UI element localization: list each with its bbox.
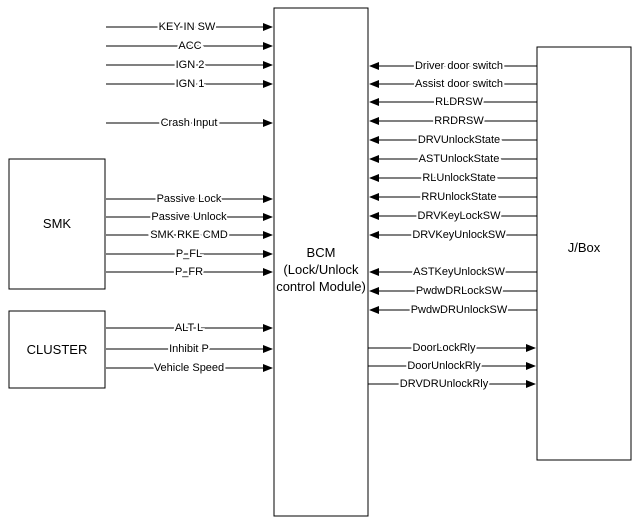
signal-label: RLUnlockState bbox=[422, 172, 495, 184]
signal-passive-lock: Passive Lock bbox=[106, 191, 273, 207]
signal-pwdw-dr-unlock-sw: PwdwDRUnlockSW bbox=[369, 302, 537, 318]
signal-door-unlock-rly: DoorUnlockRly bbox=[368, 358, 536, 374]
signal-rr-unlock-state: RRUnlockState bbox=[369, 189, 537, 205]
signal-label: Assist door switch bbox=[415, 78, 503, 90]
signal-inhibit-p: Inhibit P bbox=[106, 341, 273, 357]
signal-p-fr: P_FR bbox=[106, 264, 273, 280]
signal-label: ALT L bbox=[175, 322, 203, 334]
signal-label: DRVUnlockState bbox=[418, 134, 500, 146]
signal-label: Passive Lock bbox=[157, 193, 222, 205]
signal-rl-unlock-state: RLUnlockState bbox=[369, 170, 537, 186]
signal-label: SMK RKE CMD bbox=[150, 229, 228, 241]
bcm-label-line1: BCM bbox=[307, 245, 336, 260]
signal-label: DRVKeyLockSW bbox=[418, 210, 502, 222]
signal-label: Passive Unlock bbox=[151, 211, 227, 223]
cluster-label: CLUSTER bbox=[27, 342, 88, 357]
bcm-block: BCM (Lock/Unlock control Module) bbox=[273, 7, 369, 517]
signal-acc: ACC bbox=[106, 38, 273, 54]
cluster-block: CLUSTER bbox=[8, 310, 106, 389]
signal-label: DoorUnlockRly bbox=[407, 360, 481, 372]
signal-label: DRVKeyUnlockSW bbox=[412, 229, 506, 241]
jbox-block: J/Box bbox=[536, 46, 632, 461]
signal-label: PwdwDRLockSW bbox=[416, 285, 503, 297]
signal-label: PwdwDRUnlockSW bbox=[411, 304, 508, 316]
signal-label: ASTUnlockState bbox=[419, 153, 500, 165]
signal-vehicle-speed: Vehicle Speed bbox=[106, 360, 273, 376]
signal-label: IGN 2 bbox=[176, 59, 205, 71]
signal-label: IGN 1 bbox=[176, 78, 205, 90]
signal-drv-key-unlock-sw: DRVKeyUnlockSW bbox=[369, 227, 537, 243]
signal-alt-l: ALT L bbox=[106, 320, 273, 336]
signal-key-in-sw: KEY IN SW bbox=[106, 19, 273, 35]
signal-label: Crash Input bbox=[161, 117, 218, 129]
signal-crash-input: Crash Input bbox=[106, 115, 273, 131]
signal-ast-key-unlock-sw: ASTKeyUnlockSW bbox=[369, 264, 537, 280]
signal-label: DoorLockRly bbox=[413, 342, 476, 354]
signal-passive-unlock: Passive Unlock bbox=[106, 209, 273, 225]
signal-label: Vehicle Speed bbox=[154, 362, 224, 374]
signal-rrdrsw: RRDRSW bbox=[369, 113, 537, 129]
signal-ign1: IGN 1 bbox=[106, 76, 273, 92]
smk-label: SMK bbox=[43, 216, 72, 231]
signal-drv-unlock-state: DRVUnlockState bbox=[369, 132, 537, 148]
signal-label: ASTKeyUnlockSW bbox=[413, 266, 505, 278]
signal-driver-door-switch: Driver door switch bbox=[369, 58, 537, 74]
signal-label: Driver door switch bbox=[415, 60, 503, 72]
signal-smk-rke-cmd: SMK RKE CMD bbox=[106, 227, 273, 243]
signal-label: RRDRSW bbox=[434, 115, 484, 127]
signal-label: P_FR bbox=[175, 266, 203, 278]
signal-pwdw-dr-lock-sw: PwdwDRLockSW bbox=[369, 283, 537, 299]
signal-label: ACC bbox=[178, 40, 201, 52]
signal-rldrsw: RLDRSW bbox=[369, 94, 537, 110]
jbox-label: J/Box bbox=[568, 240, 601, 255]
signal-label: DRVDRUnlockRly bbox=[400, 378, 489, 390]
signal-label: KEY IN SW bbox=[159, 21, 216, 33]
signal-p-fl: P_FL bbox=[106, 246, 273, 262]
signal-door-lock-rly: DoorLockRly bbox=[368, 340, 536, 356]
signal-assist-door-switch: Assist door switch bbox=[369, 76, 537, 92]
signal-ign2: IGN 2 bbox=[106, 57, 273, 73]
signal-ast-unlock-state: ASTUnlockState bbox=[369, 151, 537, 167]
signal-drv-key-lock-sw: DRVKeyLockSW bbox=[369, 208, 537, 224]
signal-label: RRUnlockState bbox=[421, 191, 496, 203]
signal-drvdr-unlock-rly: DRVDRUnlockRly bbox=[368, 376, 536, 392]
signal-label: P_FL bbox=[176, 248, 202, 260]
signal-label: Inhibit P bbox=[169, 343, 209, 355]
smk-block: SMK bbox=[8, 158, 106, 290]
bcm-label-line3: control Module) bbox=[276, 279, 366, 294]
bcm-label-line2: (Lock/Unlock bbox=[283, 262, 359, 277]
signal-label: RLDRSW bbox=[435, 96, 483, 108]
